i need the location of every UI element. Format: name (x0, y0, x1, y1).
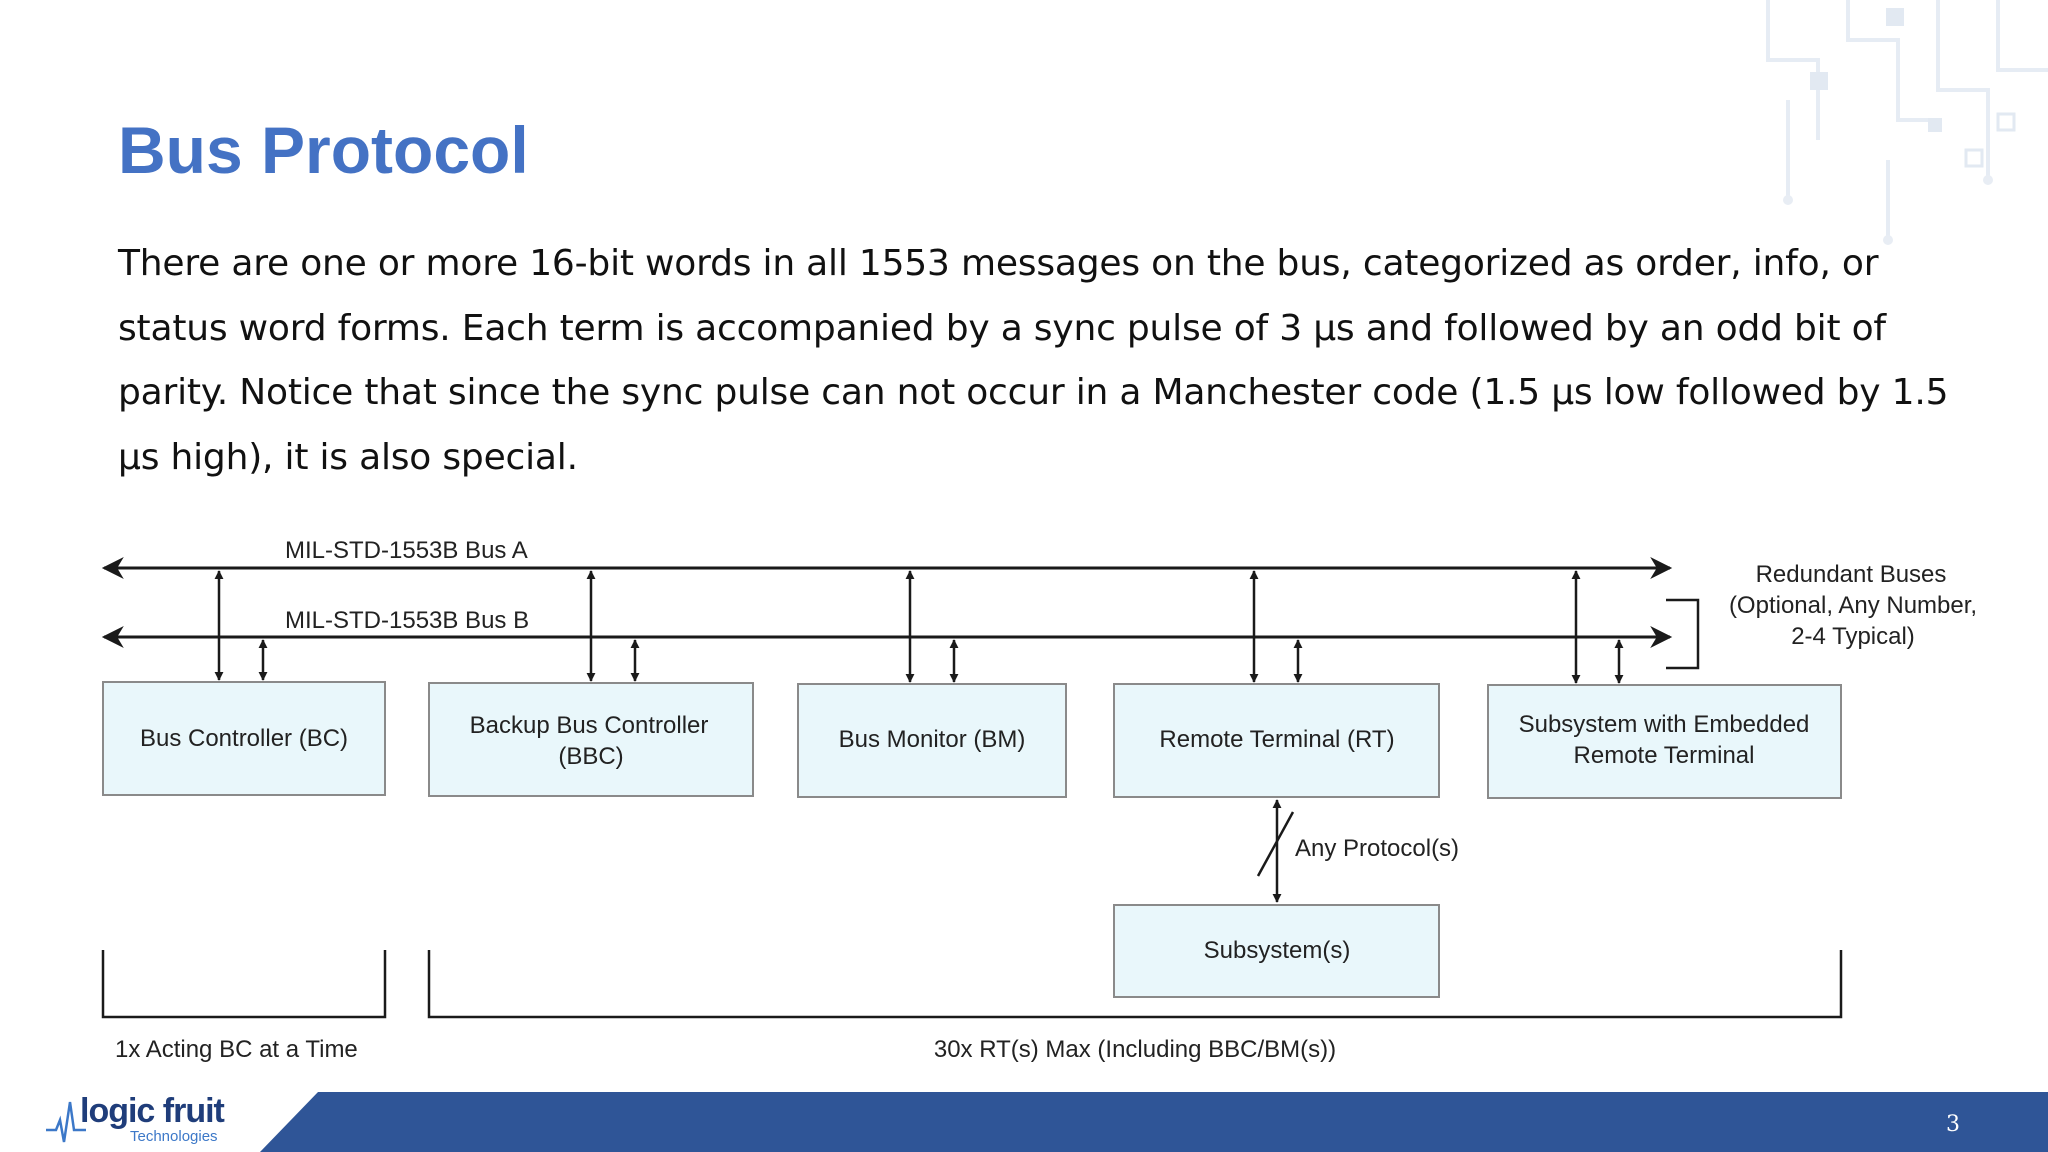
embedded-rt-box (1487, 684, 1842, 799)
bc-bracket-label: 1x Acting BC at a Time (115, 1036, 358, 1063)
bc-bracket (101, 950, 387, 1019)
embedded-label-line-2: Remote Terminal (1574, 742, 1755, 769)
page-number: 3 (1946, 1112, 1960, 1137)
footer-band (260, 1092, 2048, 1152)
bus-monitor-box (797, 683, 1067, 798)
protocol-slash (1256, 811, 1295, 877)
slide-title: Bus Protocol (118, 113, 529, 187)
backup-bus-controller-box (428, 682, 754, 797)
body-paragraph: There are one or more 16-bit words in al… (118, 243, 1949, 478)
subsystem-box (1113, 904, 1440, 998)
rt-bracket-label: 30x RT(s) Max (Including BBC/BM(s)) (934, 1036, 1336, 1063)
bus-monitor-label: Bus Monitor (BM) (839, 726, 1026, 753)
bus-a-label: MIL-STD-1553B Bus A (285, 537, 528, 564)
bus-b-label: MIL-STD-1553B Bus B (285, 607, 529, 634)
bbc-label-line-1: Backup Bus Controller (470, 712, 709, 739)
redundant-bracket (1666, 598, 1700, 670)
bbc-label-line-2: (BBC) (558, 743, 623, 770)
logo-wordmark: logic fruit (80, 1092, 225, 1130)
remote-terminal-box (1113, 683, 1440, 798)
redundant-line-3: 2-4 Typical) (1791, 623, 1915, 650)
rt-bracket (427, 950, 1843, 1019)
any-protocol-label: Any Protocol(s) (1295, 835, 1459, 862)
redundant-line-2: (Optional, Any Number, (1729, 592, 1977, 619)
redundant-line-1: Redundant Buses (1756, 561, 1947, 588)
bus-controller-label: Bus Controller (BC) (140, 725, 348, 752)
company-logo: logic fruit Technologies (46, 1092, 246, 1148)
embedded-label-line-1: Subsystem with Embedded (1519, 711, 1810, 738)
logo-tagline: Technologies (130, 1128, 218, 1145)
pulse-icon (46, 1101, 86, 1143)
bus-controller-box (102, 681, 386, 796)
circuit-decoration (1766, 0, 2048, 245)
subsystem-label: Subsystem(s) (1204, 937, 1351, 964)
remote-terminal-label: Remote Terminal (RT) (1159, 726, 1394, 753)
